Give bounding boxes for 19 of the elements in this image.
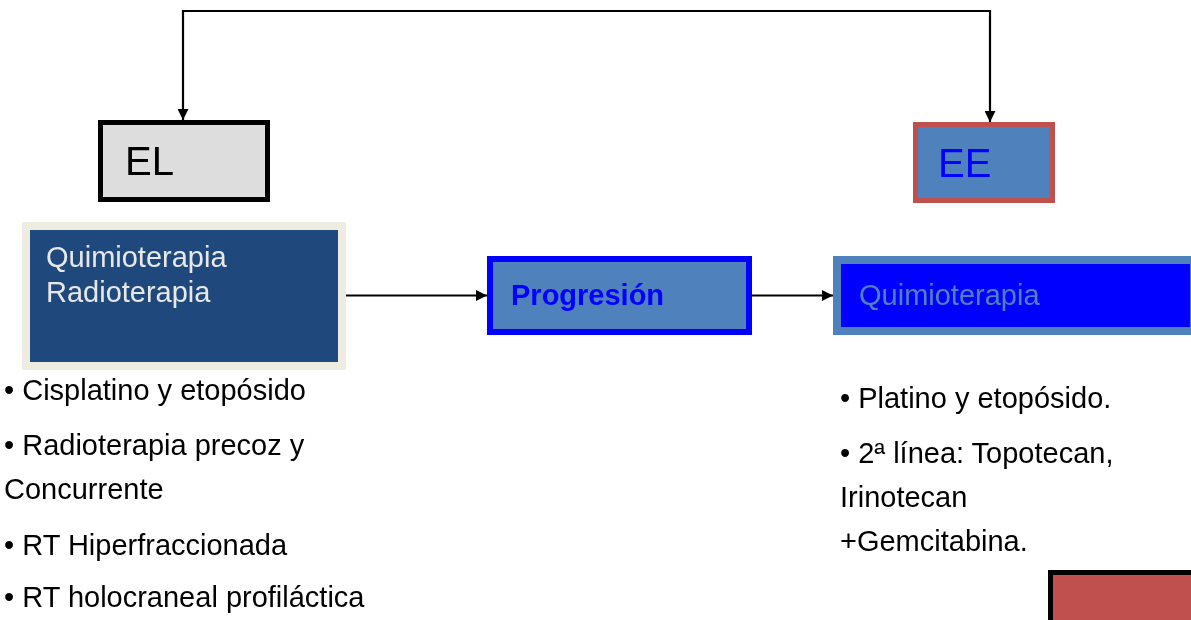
bullet-text: • Cisplatino y etopósido bbox=[4, 373, 307, 408]
node-text: EE bbox=[938, 139, 992, 187]
bullet-text: • RT Hiperfraccionada bbox=[4, 528, 289, 563]
stage-box bbox=[98, 120, 270, 202]
treatment-box bbox=[833, 256, 1191, 335]
arrow bbox=[346, 290, 487, 301]
node-text: Quimioterapia bbox=[859, 278, 1040, 313]
node-text: Quimioterapia Radioterapia bbox=[46, 240, 228, 310]
bullet-text: • Platino y etopósido. bbox=[840, 381, 1113, 416]
node-text: EL bbox=[125, 138, 174, 185]
arrow bbox=[752, 290, 833, 301]
progression-box bbox=[487, 256, 752, 335]
stage-box bbox=[913, 122, 1055, 203]
bullet-text: • RT holocraneal profiláctica bbox=[4, 580, 366, 615]
arrow bbox=[177, 9, 996, 122]
treatment-box bbox=[22, 222, 346, 370]
bullet-text: • Radioterapia precoz y Concurrente bbox=[4, 428, 306, 507]
node-text: Progresión bbox=[511, 278, 665, 313]
bullet-text: • 2ª línea: Topotecan, Irinotecan +Gemcitabina. bbox=[840, 436, 1115, 559]
